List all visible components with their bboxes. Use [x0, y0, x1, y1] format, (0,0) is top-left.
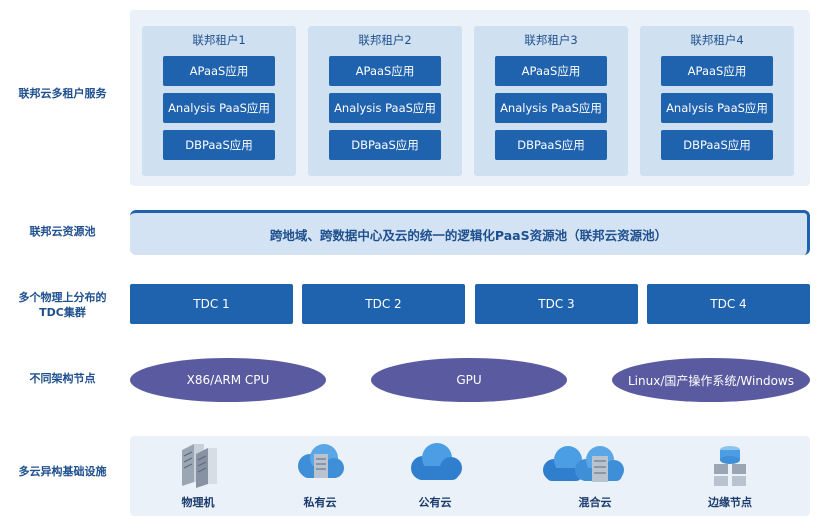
infra-physical-machine: 物理机 — [158, 436, 238, 516]
apaas-app-box: APaaS应用 — [163, 56, 275, 86]
dbpaas-app-box: DBPaaS应用 — [163, 130, 275, 160]
label-tdc-line1: 多个物理上分布的 — [18, 291, 107, 304]
public-cloud-icon — [411, 443, 462, 480]
infra-label: 物理机 — [181, 496, 215, 509]
label-tdc-line2: TDC集群 — [39, 306, 86, 319]
dbpaas-app-box: DBPaaS应用 — [661, 130, 773, 160]
tenant-card: 联邦租户1 APaaS应用 Analysis PaaS应用 DBPaaS应用 — [142, 26, 296, 176]
infrastructure-panel: 物理机 私有云 公有云 — [130, 436, 810, 516]
resource-pool-bar: 跨地域、跨数据中心及云的统一的逻辑化PaaS资源池（联邦云资源池） — [130, 210, 810, 255]
node-cpu-ellipse: X86/ARM CPU — [130, 358, 326, 402]
tenant-card: 联邦租户2 APaaS应用 Analysis PaaS应用 DBPaaS应用 — [308, 26, 462, 176]
tenant-title: 联邦租户3 — [524, 33, 578, 47]
infra-hybrid-cloud: 混合云 — [530, 436, 660, 516]
apaas-app-box: APaaS应用 — [495, 56, 607, 86]
apaas-app-box: APaaS应用 — [661, 56, 773, 86]
tenant-title: 联邦租户2 — [358, 33, 412, 47]
private-cloud-icon — [298, 444, 344, 478]
infra-edge-node: 边缘节点 — [690, 436, 770, 516]
label-multi-tenant: 联邦云多租户服务 — [18, 87, 107, 100]
tdc-box: TDC 1 — [130, 284, 293, 324]
infra-label: 私有云 — [303, 496, 337, 509]
infra-label: 边缘节点 — [708, 496, 752, 509]
server-icon — [182, 444, 217, 488]
analysis-paas-app-box: Analysis PaaS应用 — [163, 93, 275, 123]
label-infrastructure: 多云异构基础设施 — [18, 465, 107, 478]
infra-label: 公有云 — [418, 496, 452, 509]
node-os-ellipse: Linux/国产操作系统/Windows — [612, 358, 810, 402]
label-arch-nodes: 不同架构节点 — [29, 372, 96, 385]
tdc-box: TDC 2 — [302, 284, 465, 324]
infra-public-cloud: 公有云 — [395, 436, 475, 516]
hybrid-cloud-icon — [543, 446, 624, 482]
apaas-app-box: APaaS应用 — [329, 56, 441, 86]
dbpaas-app-box: DBPaaS应用 — [329, 130, 441, 160]
tdc-box: TDC 3 — [475, 284, 638, 324]
analysis-paas-app-box: Analysis PaaS应用 — [495, 93, 607, 123]
tenant-card: 联邦租户4 APaaS应用 Analysis PaaS应用 DBPaaS应用 — [640, 26, 794, 176]
label-tdc-clusters: 多个物理上分布的 TDC集群 — [0, 290, 125, 320]
label-resource-pool: 联邦云资源池 — [29, 225, 96, 238]
tenant-services-panel: 联邦租户1 APaaS应用 Analysis PaaS应用 DBPaaS应用 联… — [130, 10, 810, 186]
edge-node-icon — [714, 446, 746, 486]
infra-private-cloud: 私有云 — [280, 436, 360, 516]
tdc-box: TDC 4 — [647, 284, 810, 324]
dbpaas-app-box: DBPaaS应用 — [495, 130, 607, 160]
tenant-title: 联邦租户1 — [192, 33, 246, 47]
analysis-paas-app-box: Analysis PaaS应用 — [329, 93, 441, 123]
analysis-paas-app-box: Analysis PaaS应用 — [661, 93, 773, 123]
infra-label: 混合云 — [578, 496, 612, 509]
tenant-card: 联邦租户3 APaaS应用 Analysis PaaS应用 DBPaaS应用 — [474, 26, 628, 176]
tenant-title: 联邦租户4 — [690, 33, 744, 47]
node-gpu-ellipse: GPU — [371, 358, 567, 402]
